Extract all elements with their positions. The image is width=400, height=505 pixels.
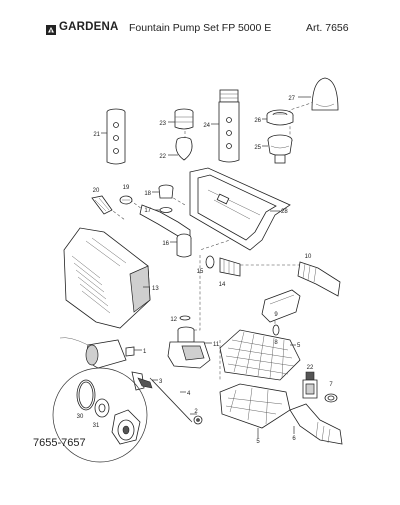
callout-10: 10 <box>305 254 312 260</box>
part-28-housing-frame <box>189 167 291 251</box>
part-3-impeller <box>111 409 141 445</box>
callout-7: 7 <box>329 382 333 388</box>
part-9-filter-pad <box>261 289 301 323</box>
callout-22: 22 <box>159 154 166 160</box>
part-31-washer <box>94 398 110 418</box>
callout-28: 28 <box>281 209 288 215</box>
part-13-filter-housing <box>63 227 151 329</box>
document-title: Fountain Pump Set FP 5000 E <box>129 22 272 34</box>
callout-2: 2 <box>194 409 198 415</box>
callout-13: 13 <box>152 286 159 292</box>
part-16-t-connector <box>139 204 192 258</box>
part-27-dome-cap <box>298 77 339 111</box>
brand-name: GARDENA <box>59 21 119 33</box>
part-6-outlet-fitting <box>289 403 343 445</box>
part-18-elbow-connector <box>152 184 174 199</box>
callout-9: 9 <box>274 312 278 318</box>
callout-22-lower: 22 <box>307 365 314 371</box>
part-22-bulb-nozzle <box>168 137 193 161</box>
part-5-upper-filter-grid <box>219 329 301 381</box>
part-14-hose-connector <box>219 257 241 277</box>
callout-5: 5 <box>256 439 260 445</box>
callout-1: 1 <box>143 349 147 355</box>
callout-26: 26 <box>254 118 261 124</box>
part-4-rod <box>149 377 193 423</box>
callout-11: 11 <box>213 342 220 348</box>
callout-3: 3 <box>159 379 163 385</box>
part-25-nozzle-base <box>262 134 293 164</box>
article-number: Art. 7656 <box>306 22 349 34</box>
part-26-nozzle-ring <box>262 109 294 126</box>
callout-24: 24 <box>203 123 210 129</box>
callout-5-upper: 5 <box>297 343 301 349</box>
callout-17: 17 <box>144 208 151 214</box>
callout-4: 4 <box>187 391 191 397</box>
callout-6: 6 <box>292 436 296 442</box>
parts-diagram: 27 26 25 24 23 22 21 18 19 20 17 16 15 1… <box>52 77 343 463</box>
callout-21: 21 <box>93 132 100 138</box>
part-30-gasket <box>76 379 96 411</box>
exploded-parts-drawing: 27 26 25 24 23 22 21 18 19 20 17 16 15 1… <box>0 50 400 500</box>
document-header: GARDENA Fountain Pump Set FP 5000 E Art.… <box>0 0 400 50</box>
part-15-o-ring <box>205 255 215 269</box>
part-1-transformer <box>59 337 142 369</box>
callout-18: 18 <box>144 191 151 197</box>
part-22-plug <box>302 371 318 399</box>
part-7-o-ring <box>324 393 338 403</box>
callout-31: 31 <box>93 423 100 429</box>
part-24-extension-tube <box>211 89 240 163</box>
part-5-bottom-tray <box>219 383 291 438</box>
part-11-pump-motor <box>167 326 212 369</box>
callout-27: 27 <box>288 96 295 102</box>
part-8-seal <box>272 324 280 336</box>
part-3-impeller-shaft <box>131 371 158 391</box>
brand-logo: GARDENA <box>46 20 124 35</box>
part-19-adapter <box>119 195 133 205</box>
set-article-label: 7655-7657 <box>33 437 86 449</box>
part-12-o-ring <box>179 315 191 321</box>
callout-15: 15 <box>197 269 204 275</box>
part-21-tall-tube <box>101 108 126 165</box>
set-7655-7657-group <box>52 367 148 463</box>
callout-8: 8 <box>274 340 278 346</box>
callout-14: 14 <box>219 282 226 288</box>
brand-logo-icon <box>46 22 56 35</box>
callout-labels: 27 26 25 24 23 22 21 18 19 20 17 16 15 1… <box>77 96 334 445</box>
callout-12: 12 <box>170 317 177 323</box>
callout-19: 19 <box>123 185 130 191</box>
callout-30: 30 <box>77 414 84 420</box>
callout-20: 20 <box>93 188 100 194</box>
part-23-threaded-connector <box>168 108 194 130</box>
callout-16: 16 <box>162 241 169 247</box>
part-10-hose-tail <box>297 261 341 297</box>
callout-25: 25 <box>254 145 261 151</box>
part-2-end-cap <box>190 413 203 425</box>
part-20-hose-nozzle <box>91 195 113 215</box>
callout-23: 23 <box>159 121 166 127</box>
